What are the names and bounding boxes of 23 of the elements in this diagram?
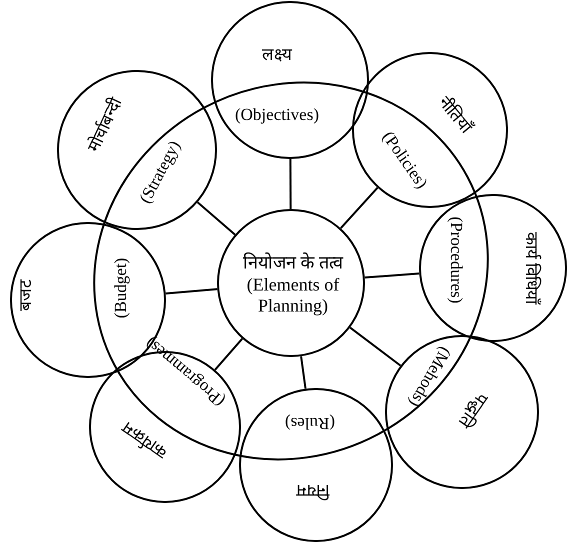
circle-node	[352, 52, 508, 208]
circle-node	[419, 194, 567, 342]
hindi-label: नियम	[296, 480, 330, 500]
circle-node	[57, 70, 217, 230]
circle-node	[211, 1, 369, 159]
connector-line	[196, 202, 236, 236]
hindi-label: कार्य विधियाँ	[521, 232, 541, 304]
circle-node	[239, 388, 393, 542]
hindi-label: नियोजन के तत्व	[242, 252, 344, 274]
connector-line	[300, 356, 307, 389]
english-label: (Budget)	[111, 258, 131, 318]
connector-line	[364, 272, 420, 279]
hindi-label: बजट	[16, 279, 36, 311]
connector-line	[166, 288, 218, 294]
connector-line	[289, 159, 292, 209]
english-label: (Elements of Planning)	[246, 274, 340, 318]
hindi-label: लक्ष्य	[262, 45, 292, 65]
english-label: (Rules)	[284, 413, 336, 433]
circle-node	[385, 335, 539, 489]
connector-line	[214, 338, 244, 370]
english-label: (Objectives)	[234, 105, 320, 125]
connector-line	[340, 187, 378, 229]
english-label: (Procedures)	[446, 216, 466, 304]
